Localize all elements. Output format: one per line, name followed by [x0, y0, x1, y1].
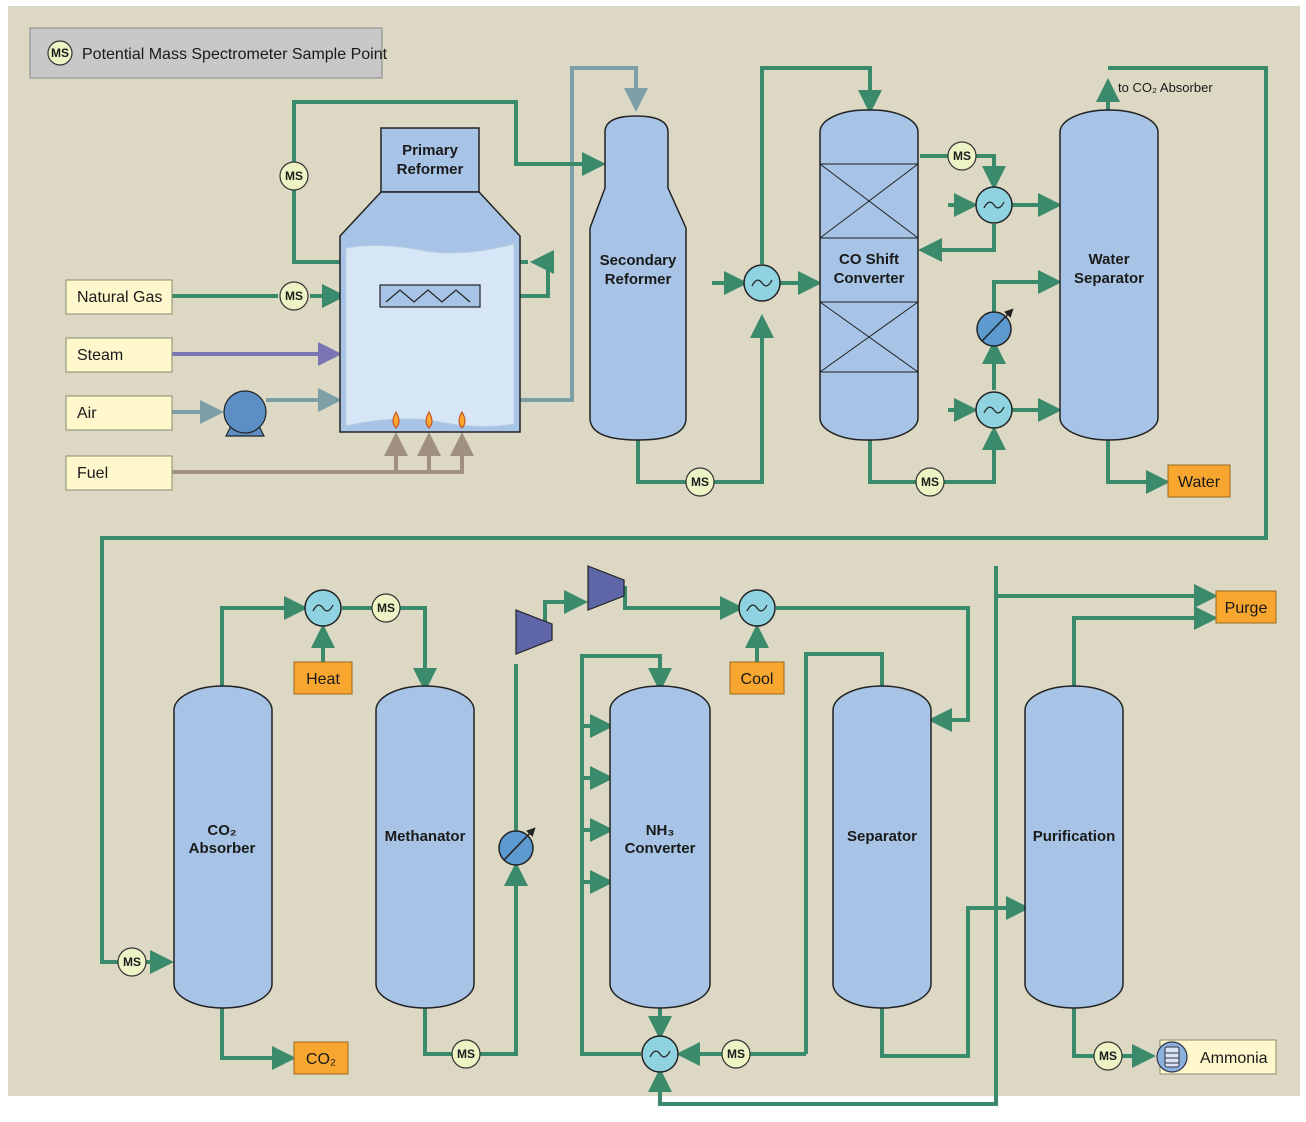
secondary-reformer: Secondary Reformer: [589, 115, 687, 441]
svg-text:MS: MS: [51, 46, 69, 60]
heat-exchanger-1: [743, 264, 781, 302]
output-co2: CO₂: [293, 1041, 349, 1075]
compressor-2-icon: [587, 565, 625, 611]
output-water: Water: [1167, 464, 1231, 498]
co2-absorber: CO₂ Absorber: [173, 685, 273, 1009]
co-shift-label-2: Converter: [834, 270, 905, 287]
heat-exchanger-3: [975, 391, 1013, 429]
co-shift-label-1: CO Shift: [839, 251, 899, 268]
storage-tank-icon: [1156, 1041, 1188, 1073]
ms-sample-point: MS: [915, 467, 945, 497]
ms-sample-point: MS: [685, 467, 715, 497]
feed-steam: Steam: [65, 337, 173, 373]
primary-reformer-label-2: Reformer: [397, 161, 464, 178]
heat-exchanger-loop: [641, 1035, 679, 1073]
feed-natural-gas: Natural Gas: [65, 279, 173, 315]
nh3-converter-label-2: Converter: [625, 840, 696, 857]
co2-absorber-label-2: Absorber: [189, 840, 256, 857]
svg-text:Purge: Purge: [1225, 600, 1268, 617]
nh3-converter-label-1: NH₃: [646, 822, 675, 839]
svg-text:MS: MS: [691, 475, 709, 489]
compressor-1-icon: [515, 609, 553, 655]
nh3-loop-pipes: [580, 566, 1030, 1106]
separator: Separator: [832, 685, 932, 1009]
shift-to-separator-pipes: [868, 154, 1062, 484]
svg-text:Heat: Heat: [306, 671, 340, 688]
purification-label: Purification: [1033, 828, 1116, 845]
water-separator-label-1: Water: [1088, 251, 1129, 268]
output-cool: Cool: [729, 661, 785, 695]
svg-text:Water: Water: [1178, 474, 1221, 491]
ms-sample-point: MS: [1093, 1041, 1123, 1071]
nh3-converter: NH₃ Converter: [609, 685, 711, 1009]
svg-text:MS: MS: [123, 955, 141, 969]
ms-sample-point: MS: [279, 281, 309, 311]
heat-exchanger-cool: [738, 589, 776, 627]
svg-text:Natural Gas: Natural Gas: [77, 289, 162, 306]
heater-2: [498, 827, 536, 866]
reformer-offgas-pipe: [292, 100, 606, 264]
svg-text:CO₂: CO₂: [306, 1051, 336, 1068]
heat-exchanger-heat: [304, 589, 342, 627]
feed-fuel: Fuel: [65, 455, 173, 491]
heater-1: [976, 308, 1014, 347]
svg-text:MS: MS: [285, 169, 303, 183]
ms-sample-point: MS: [279, 161, 309, 191]
separator-label: Separator: [847, 828, 917, 845]
output-purge: Purge: [1215, 590, 1277, 624]
svg-text:MS: MS: [921, 475, 939, 489]
legend-ms-badge: MS: [47, 40, 73, 66]
burner-flame-icon: [392, 411, 466, 429]
legend: MS Potential Mass Spectrometer Sample Po…: [29, 27, 388, 79]
feed-pipes: [172, 284, 474, 474]
purification: Purification: [1024, 685, 1124, 1009]
to-co2-absorber-label: to CO₂ Absorber: [1118, 80, 1213, 95]
methanator-label: Methanator: [385, 828, 466, 845]
ms-sample-point: MS: [947, 141, 977, 171]
co-shift-converter: CO Shift Converter: [819, 109, 919, 441]
svg-text:Cool: Cool: [741, 671, 774, 688]
compressor-pipes: [543, 586, 970, 732]
water-separator: Water Separator: [1059, 109, 1159, 441]
ms-sample-point: MS: [117, 947, 147, 977]
secondary-reformer-label-1: Secondary: [600, 252, 677, 269]
svg-text:MS: MS: [285, 289, 303, 303]
feed-air: Air: [65, 395, 173, 431]
secondary-reformer-label-2: Reformer: [605, 271, 672, 288]
primary-reformer-label-1: Primary: [402, 142, 459, 159]
primary-reformer: Primary Reformer: [339, 127, 521, 433]
svg-text:Air: Air: [77, 405, 97, 422]
legend-text: Potential Mass Spectrometer Sample Point: [82, 46, 388, 63]
svg-text:MS: MS: [727, 1047, 745, 1061]
co2-absorber-label-1: CO₂: [207, 822, 236, 839]
methanator: Methanator: [375, 685, 475, 1009]
svg-text:Steam: Steam: [77, 347, 123, 364]
ms-sample-point: MS: [451, 1039, 481, 1069]
svg-text:Fuel: Fuel: [77, 465, 108, 482]
purification-outlet-pipes: [996, 584, 1218, 1068]
water-separator-label-2: Separator: [1074, 270, 1144, 287]
ms-sample-point: MS: [371, 593, 401, 623]
heat-exchanger-2: [975, 186, 1013, 224]
svg-text:Ammonia: Ammonia: [1200, 1050, 1268, 1067]
air-blower-icon: [223, 390, 267, 437]
svg-text:MS: MS: [953, 149, 971, 163]
svg-text:MS: MS: [457, 1047, 475, 1061]
ms-sample-point: MS: [721, 1039, 751, 1069]
output-ammonia: Ammonia: [1156, 1039, 1277, 1075]
svg-text:MS: MS: [377, 601, 395, 615]
svg-text:MS: MS: [1099, 1049, 1117, 1063]
output-heat: Heat: [293, 661, 353, 695]
